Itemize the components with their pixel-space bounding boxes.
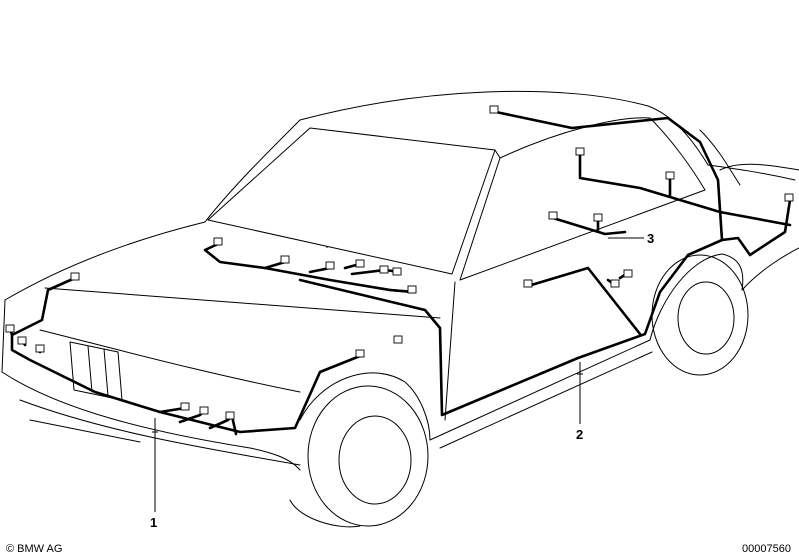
connector: [355, 259, 365, 268]
callout-leaders: [152, 237, 644, 512]
connector: [280, 255, 290, 264]
connector: [5, 324, 15, 333]
front-harness: [10, 276, 362, 434]
connector: [180, 402, 190, 411]
connector: [665, 171, 675, 180]
connector: [225, 411, 235, 420]
connector: [355, 349, 365, 358]
connector: [392, 267, 402, 276]
floor-harness: [526, 266, 642, 336]
rear-harness: [494, 110, 724, 242]
main-body-harness: [298, 198, 792, 417]
copyright-notice: © BMW AG: [6, 543, 63, 555]
callout-1: 1: [150, 515, 157, 530]
callout-3: 3: [647, 231, 654, 246]
connector: [610, 279, 620, 288]
connector: [199, 406, 209, 415]
connector: [35, 344, 45, 353]
connector: [523, 279, 533, 288]
connector: [213, 237, 223, 246]
car-body-outline: [1, 90, 799, 528]
connector: [575, 147, 585, 156]
connector: [489, 105, 499, 114]
connector: [325, 261, 335, 270]
connectors: [5, 105, 794, 420]
connector: [593, 213, 603, 222]
connector: [17, 336, 27, 345]
document-number: 00007560: [742, 543, 791, 555]
connector: [548, 211, 558, 220]
connector: [407, 285, 417, 294]
connector: [623, 269, 633, 278]
connector: [379, 265, 389, 274]
connector: [70, 272, 80, 281]
door-harness: [551, 216, 627, 236]
connector: [393, 335, 403, 344]
connector: [784, 193, 794, 202]
callout-2: 2: [576, 427, 583, 442]
